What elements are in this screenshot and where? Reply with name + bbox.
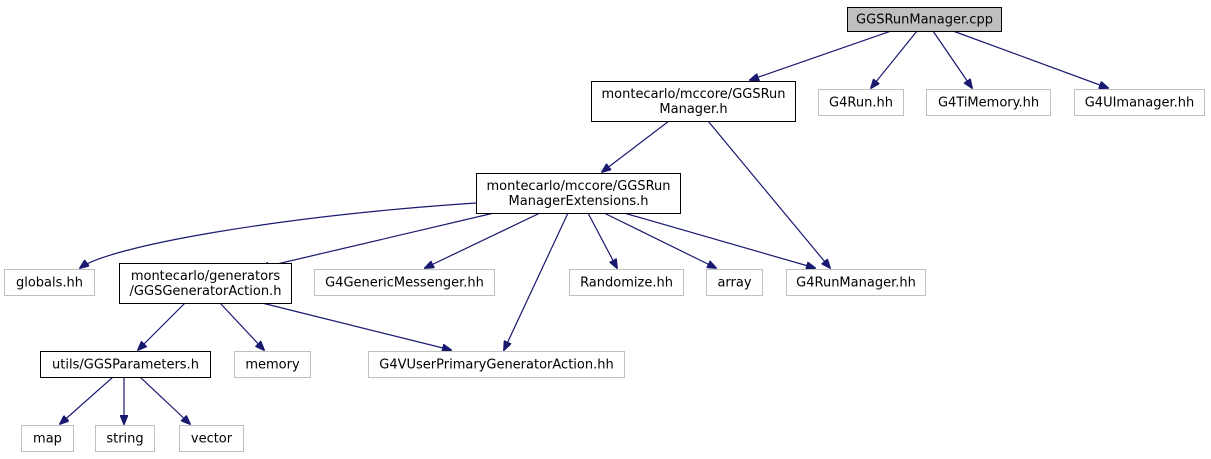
node-box: [476, 173, 681, 214]
node-label: montecarlo/mccore/GGSRun: [601, 87, 785, 102]
edge-root-to-g4run: [871, 30, 918, 88]
node-label: ManagerExtensions.h: [509, 194, 649, 209]
nodes-layer: GGSRunManager.cpp montecarlo/mccore/GGSRu…: [4, 7, 1205, 452]
edge-ext_h-to-genaction: [260, 212, 495, 268]
edge-genaction-to-g4vupga: [261, 302, 451, 350]
node-map[interactable]: map: [21, 425, 74, 452]
node-box: [21, 425, 74, 452]
node-vector[interactable]: vector: [179, 425, 244, 452]
node-label: G4UImanager.hh: [1085, 96, 1195, 111]
node-label: array: [717, 276, 751, 291]
node-box: [368, 351, 625, 378]
node-box: [119, 263, 292, 304]
node-label: montecarlo/mccore/GGSRun: [486, 179, 670, 194]
node-label: G4Run.hh: [829, 96, 893, 111]
node-box: [818, 89, 904, 116]
node-box: [1074, 89, 1205, 116]
node-root: GGSRunManager.cpp: [847, 7, 1002, 32]
node-box: [95, 425, 155, 452]
edge-ext_h-to-g4msg: [425, 212, 541, 268]
node-label: montecarlo/generators: [131, 269, 281, 284]
node-box: [179, 425, 244, 452]
node-box: [706, 269, 763, 296]
node-genaction[interactable]: montecarlo/generators/GGSGeneratorAction…: [119, 263, 292, 304]
node-label: G4TiMemory.hh: [938, 96, 1039, 111]
node-g4timem[interactable]: G4TiMemory.hh: [926, 89, 1051, 116]
node-box: [926, 89, 1051, 116]
node-g4runmgr[interactable]: G4RunManager.hh: [786, 269, 926, 296]
node-box: [847, 7, 1002, 32]
node-label: G4RunManager.hh: [796, 276, 916, 291]
node-string[interactable]: string: [95, 425, 155, 452]
node-g4vupga[interactable]: G4VUserPrimaryGeneratorAction.hh: [368, 351, 625, 378]
edge-ext_h-to-g4runmgr: [623, 212, 815, 268]
edge-root-to-g4ui: [952, 30, 1108, 88]
node-label: globals.hh: [16, 276, 83, 291]
node-box: [786, 269, 926, 296]
node-g4run[interactable]: G4Run.hh: [818, 89, 904, 116]
node-label: G4VUserPrimaryGeneratorAction.hh: [379, 358, 613, 373]
node-box: [314, 269, 495, 296]
node-ext_h[interactable]: montecarlo/mccore/GGSRunManagerExtension…: [476, 173, 681, 214]
edge-params-to-map: [60, 376, 114, 424]
node-label: utils/GGSParameters.h: [52, 358, 199, 373]
edge-mgr_h-to-g4runmgr: [707, 120, 830, 268]
node-label: map: [33, 432, 62, 447]
node-array[interactable]: array: [706, 269, 763, 296]
node-box: [234, 351, 311, 378]
node-label: GGSRunManager.cpp: [856, 13, 993, 28]
node-mgr_h[interactable]: montecarlo/mccore/GGSRunManager.h: [591, 81, 796, 122]
node-label: memory: [245, 358, 300, 373]
edge-mgr_h-to-ext_h: [602, 120, 670, 172]
node-box: [40, 351, 211, 378]
node-label: string: [106, 432, 143, 447]
node-g4ui[interactable]: G4UImanager.hh: [1074, 89, 1205, 116]
edge-params-to-vector: [139, 376, 190, 424]
edge-ext_h-to-randomize: [587, 212, 617, 268]
node-box: [591, 81, 796, 122]
node-g4msg[interactable]: G4GenericMessenger.hh: [314, 269, 495, 296]
edge-ext_h-to-array: [603, 212, 716, 268]
node-globals[interactable]: globals.hh: [4, 269, 95, 296]
node-memory[interactable]: memory: [234, 351, 311, 378]
node-label: vector: [191, 432, 233, 447]
node-label: G4GenericMessenger.hh: [325, 276, 484, 291]
edge-ext_h-to-globals: [80, 202, 477, 268]
node-label: Randomize.hh: [580, 276, 673, 291]
node-box: [569, 269, 684, 296]
edge-ext_h-to-g4vupga: [504, 212, 569, 350]
node-box: [4, 269, 95, 296]
node-params[interactable]: utils/GGSParameters.h: [40, 351, 211, 378]
node-randomize[interactable]: Randomize.hh: [569, 269, 684, 296]
edge-genaction-to-params: [138, 302, 186, 350]
edge-root-to-g4timem: [932, 30, 972, 88]
edges-layer: [60, 30, 1108, 424]
node-label: /GGSGeneratorAction.h: [130, 284, 282, 299]
node-label: Manager.h: [659, 102, 727, 117]
edge-genaction-to-memory: [219, 302, 264, 350]
edge-root-to-mgr_h: [750, 30, 892, 80]
